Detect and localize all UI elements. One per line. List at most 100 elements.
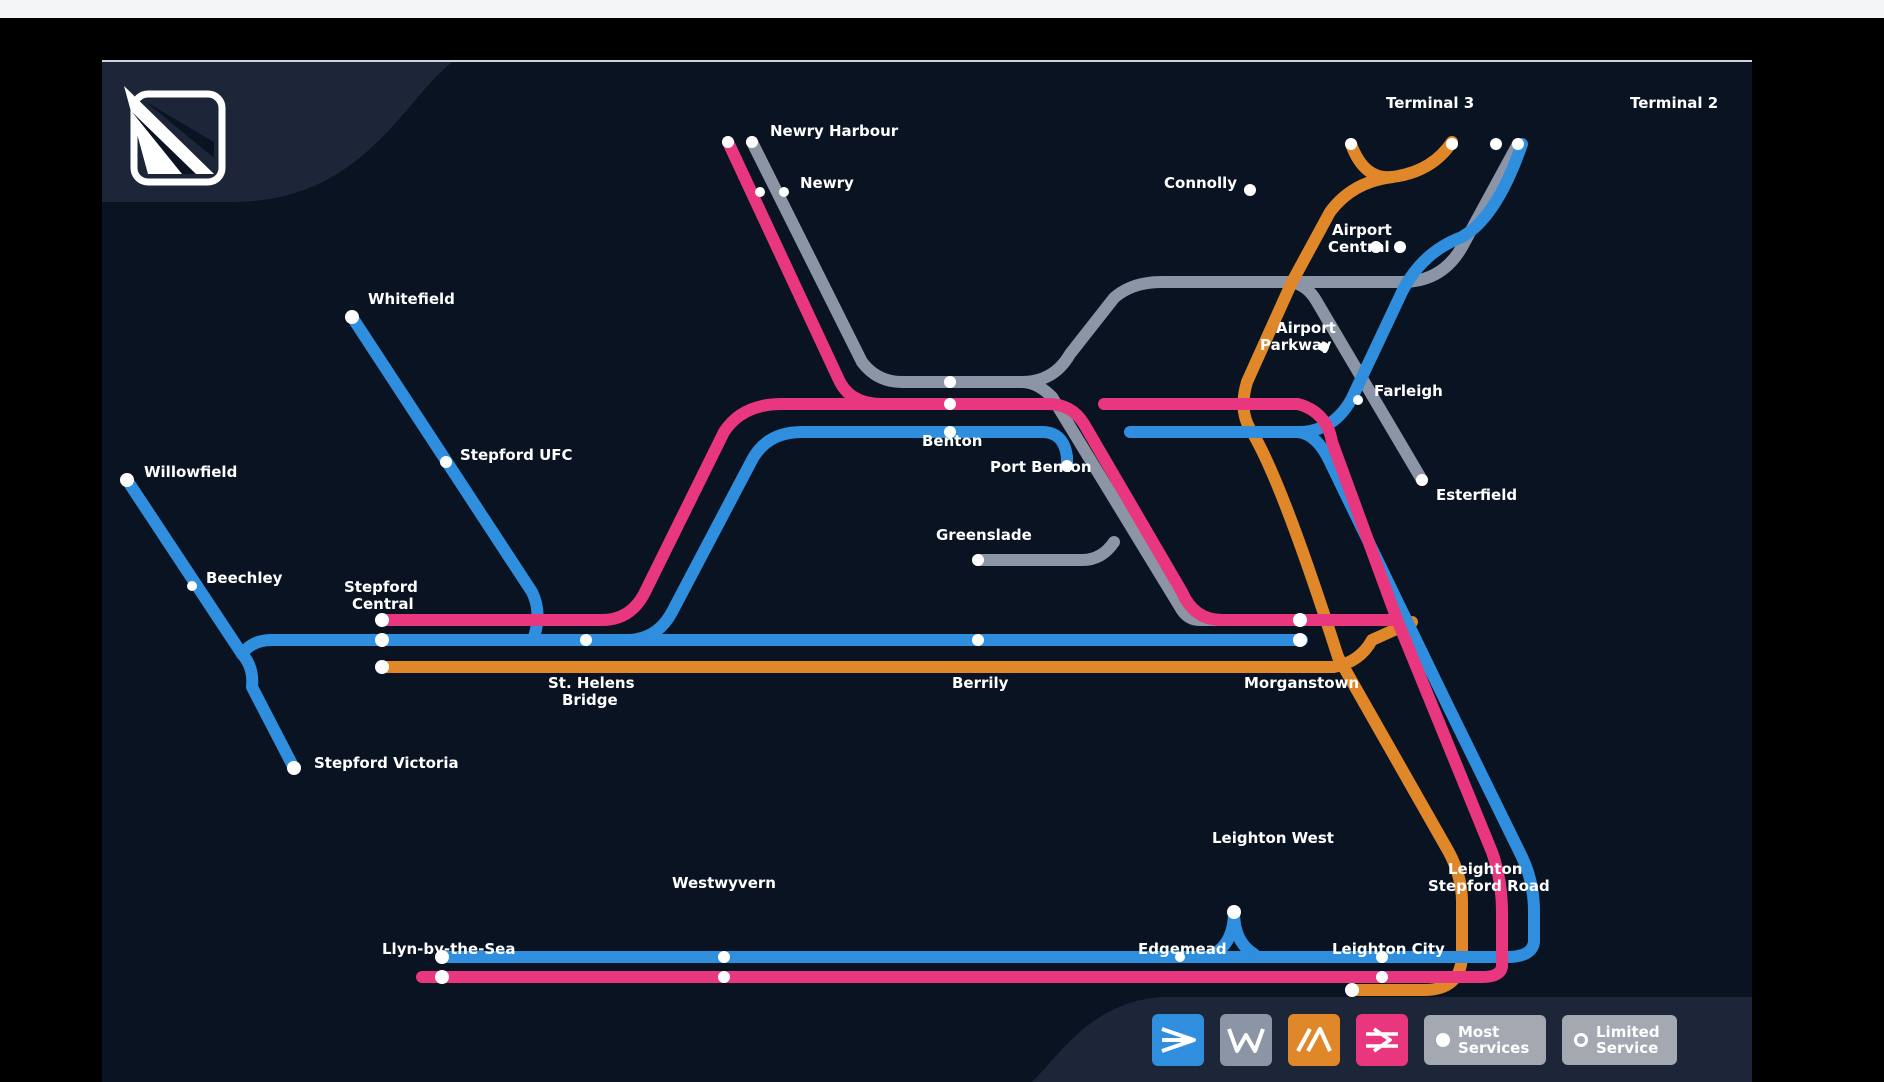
station-dot-terminal-2-grey[interactable]	[1512, 138, 1524, 150]
label-airport-central-2[interactable]: Central	[1328, 238, 1390, 256]
station-dot-airport-central-orange[interactable]	[1370, 241, 1382, 253]
station-dot-benton-blue[interactable]	[944, 426, 956, 438]
station-dot-edgemead[interactable]	[1175, 952, 1185, 962]
label-leighton-stepford-road-1[interactable]: Leighton	[1448, 860, 1522, 878]
national-rail-operator-icon[interactable]	[1356, 1014, 1408, 1066]
blue-line-willowfield	[121, 474, 300, 774]
station-dot-stepford-victoria[interactable]	[287, 761, 301, 775]
connect-operator-icon[interactable]	[1152, 1014, 1204, 1066]
label-leighton-stepford-road-2[interactable]: Stepford Road	[1428, 877, 1550, 895]
station-dot-benton-grey[interactable]	[944, 376, 956, 388]
station-dot-stepford-central-pink[interactable]	[375, 613, 389, 627]
station-dot-newry-harbour-pink[interactable]	[722, 136, 734, 148]
orange-line-leighton	[1332, 651, 1468, 996]
station-dot-connolly[interactable]	[1244, 184, 1256, 196]
label-airport-central-1[interactable]: Airport	[1332, 221, 1392, 239]
station-dot-port-benton[interactable]	[1061, 460, 1073, 472]
label-llyn-by-the-sea[interactable]: Llyn-by-the-Sea	[382, 940, 515, 958]
label-greenslade[interactable]: Greenslade	[936, 526, 1032, 544]
airlink-operator-icon[interactable]	[1288, 1014, 1340, 1066]
label-morganstown[interactable]: Morganstown	[1244, 674, 1359, 692]
label-newry-harbour[interactable]: Newry Harbour	[770, 122, 899, 140]
station-dot-st-helens-bridge[interactable]	[580, 634, 592, 646]
label-stepford-central-2[interactable]: Central	[352, 595, 414, 613]
label-stepford-ufc[interactable]: Stepford UFC	[460, 446, 573, 464]
blue-line-whitefield	[346, 311, 544, 643]
operator-logo-icon	[124, 86, 226, 186]
station-dot-llyn-pink[interactable]	[435, 970, 449, 984]
legend-limited-service: Limited Service	[1562, 1015, 1677, 1065]
station-dot-whitefield[interactable]	[345, 310, 359, 324]
station-dot-newry-pink[interactable]	[755, 187, 765, 197]
station-dot-morganstown-grey[interactable]	[1293, 613, 1307, 627]
label-edgemead[interactable]: Edgemead	[1138, 940, 1227, 958]
label-port-benton[interactable]: Port Benton	[990, 458, 1092, 476]
label-esterfield[interactable]: Esterfield	[1436, 486, 1517, 504]
station-dot-leighton-city[interactable]	[1376, 971, 1388, 983]
orange-line-main	[376, 616, 1418, 673]
label-farleigh[interactable]: Farleigh	[1374, 382, 1443, 400]
label-stepford-central-1[interactable]: Stepford	[344, 578, 418, 596]
station-dot-westwyvern-blue[interactable]	[718, 951, 730, 963]
station-dots	[120, 136, 1524, 997]
grey-line-greenslade-branch	[972, 536, 1120, 566]
grey-line-connolly-branch	[1016, 138, 1524, 388]
label-st-helens-1[interactable]: St. Helens	[548, 674, 635, 692]
station-dot-newry-grey[interactable]	[779, 187, 789, 197]
pink-line-main	[376, 398, 1398, 626]
legend-most-services-label: Most Services	[1458, 1023, 1530, 1057]
label-westwyvern[interactable]: Westwyvern	[672, 874, 776, 892]
label-leighton-city[interactable]: Leighton City	[1332, 940, 1445, 958]
label-airport-parkway-1[interactable]: Airport	[1276, 319, 1336, 337]
station-dot-benton-pink[interactable]	[944, 398, 956, 410]
label-leighton-west[interactable]: Leighton West	[1212, 829, 1334, 847]
station-dot-stepford-ufc[interactable]	[440, 456, 452, 468]
label-airport-parkway-2[interactable]: Parkway	[1260, 336, 1332, 354]
legend-most-services: Most Services	[1424, 1015, 1546, 1065]
station-dot-greenslade[interactable]	[972, 554, 984, 566]
network-map: Newry Harbour Newry Whitefield Willowfie…	[102, 60, 1752, 1082]
blue-line-benton-loop	[621, 426, 1073, 646]
label-berrily[interactable]: Berrily	[952, 674, 1009, 692]
station-dot-stepford-central-orange[interactable]	[375, 660, 389, 674]
blue-line-leighton-spur	[1246, 426, 1540, 963]
label-stepford-victoria[interactable]: Stepford Victoria	[314, 754, 459, 772]
station-dot-esterfield[interactable]	[1416, 474, 1428, 486]
station-dot-terminal-2-orange[interactable]	[1446, 138, 1458, 150]
station-dot-leighton-west[interactable]	[1227, 905, 1241, 919]
label-terminal-3[interactable]: Terminal 3	[1386, 94, 1474, 112]
station-dot-berrily[interactable]	[972, 634, 984, 646]
label-benton[interactable]: Benton	[922, 432, 982, 450]
hollow-dot-icon	[1574, 1033, 1588, 1047]
legend-limited-service-label: Limited Service	[1596, 1023, 1660, 1057]
label-newry[interactable]: Newry	[800, 174, 854, 192]
pink-line-east	[416, 398, 1508, 983]
top-strip	[0, 0, 1884, 18]
waterline-operator-icon[interactable]	[1220, 1014, 1272, 1066]
label-beechley[interactable]: Beechley	[206, 569, 283, 587]
label-whitefield[interactable]: Whitefield	[368, 290, 455, 308]
station-dot-stepford-central-blue[interactable]	[375, 633, 389, 647]
label-connolly[interactable]: Connolly	[1164, 174, 1237, 192]
station-dot-leighton-stepford-road[interactable]	[1376, 951, 1388, 963]
label-st-helens-2[interactable]: Bridge	[562, 691, 618, 709]
station-dot-beechley[interactable]	[187, 581, 197, 591]
station-dot-willowfield[interactable]	[120, 473, 134, 487]
blue-line-willowfield-joint	[236, 634, 278, 660]
orange-line-airport	[1237, 136, 1458, 663]
station-dot-westwyvern-pink[interactable]	[718, 971, 730, 983]
station-dot-terminal-3[interactable]	[1345, 138, 1357, 150]
filled-dot-icon	[1436, 1033, 1450, 1047]
station-dot-llyn-blue[interactable]	[435, 950, 449, 964]
map-legend: Most Services Limited Service	[1152, 1013, 1677, 1067]
station-dot-terminal-2-blue[interactable]	[1490, 138, 1502, 150]
station-dot-farleigh[interactable]	[1353, 395, 1363, 405]
station-dot-morganstown-blue[interactable]	[1293, 633, 1307, 647]
station-dot-airport-parkway[interactable]	[1319, 342, 1329, 352]
label-terminal-2[interactable]: Terminal 2	[1630, 94, 1718, 112]
orange-line-terminal3	[1345, 138, 1398, 184]
station-dot-leighton-orange-terminus[interactable]	[1345, 983, 1359, 997]
station-dot-newry-harbour-grey[interactable]	[746, 136, 758, 148]
label-willowfield[interactable]: Willowfield	[144, 463, 237, 481]
station-dot-airport-central-blue[interactable]	[1394, 241, 1406, 253]
